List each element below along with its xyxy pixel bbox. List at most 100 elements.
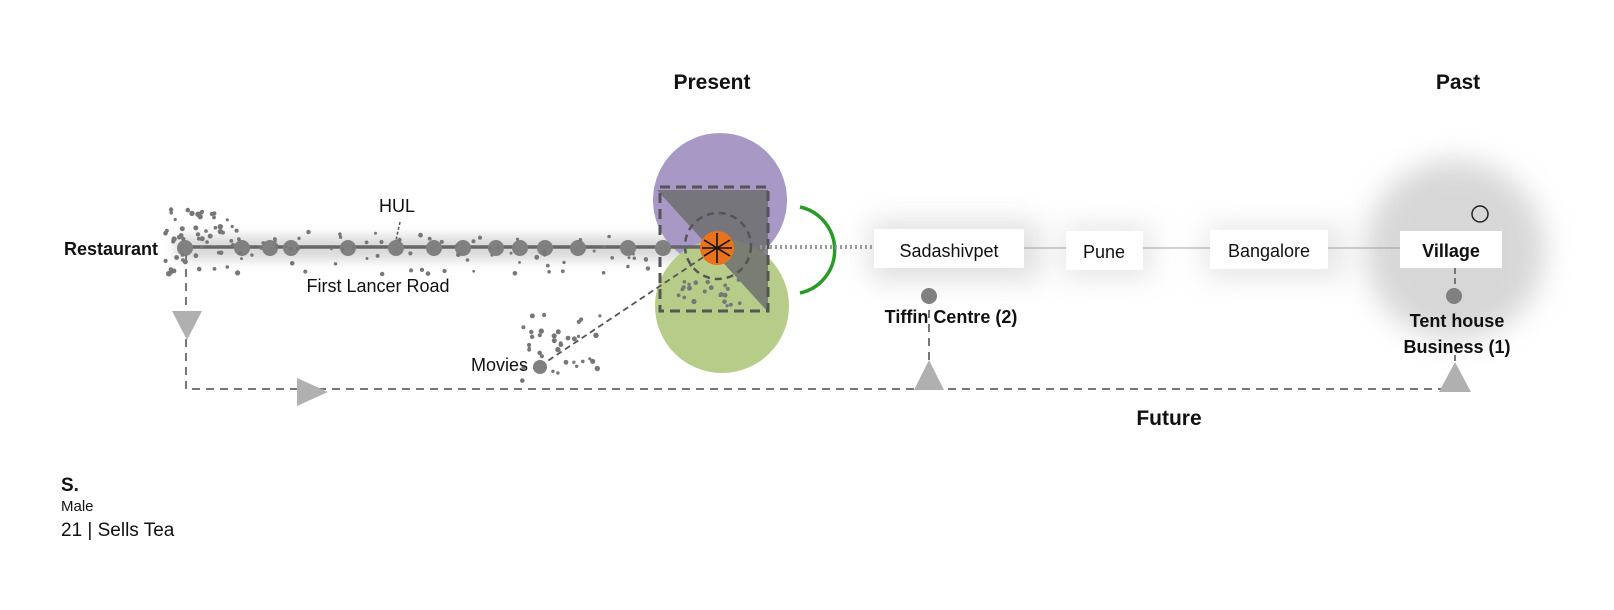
scatter-dot <box>682 295 687 300</box>
scatter-dot <box>576 334 581 338</box>
scatter-dot <box>598 314 602 318</box>
scatter-dot <box>722 299 727 305</box>
road-scatter-dots <box>163 207 651 277</box>
scatter-dot <box>204 229 208 233</box>
scatter-dot <box>644 258 648 262</box>
scatter-dot <box>687 282 691 286</box>
movies-label: Movies <box>471 355 528 375</box>
past-heading: Past <box>1436 71 1480 94</box>
scatter-dot <box>217 228 224 235</box>
scatter-dot <box>465 258 470 262</box>
person-name: S. <box>61 475 79 496</box>
scatter-dot <box>456 252 461 257</box>
scatter-dot <box>439 239 444 244</box>
scatter-dot <box>555 346 561 353</box>
scatter-dot <box>173 217 177 222</box>
asterisk-icon <box>702 233 732 263</box>
scatter-dot <box>592 249 596 253</box>
scatter-dot <box>581 359 585 364</box>
scatter-dot <box>725 304 729 308</box>
scatter-dot <box>229 239 234 243</box>
scatter-dot <box>397 237 402 242</box>
scatter-dot <box>351 245 355 249</box>
scatter-dot <box>185 207 191 213</box>
scatter-dot <box>575 364 579 368</box>
scatter-dot <box>303 269 308 274</box>
scatter-dot <box>542 249 546 254</box>
scatter-dot <box>333 262 338 266</box>
scatter-dot <box>199 236 205 242</box>
scatter-dot <box>212 215 216 220</box>
person-profile: S. Male 21 | Sells Tea <box>61 474 174 542</box>
tent-house-marker <box>1446 288 1462 304</box>
road-stop <box>262 240 278 256</box>
village-box <box>1400 231 1502 268</box>
scatter-dot <box>558 342 564 348</box>
village-label: Village <box>1422 241 1480 261</box>
present-scatter-dots <box>676 278 742 308</box>
scatter-dot <box>171 268 177 274</box>
hul-tick <box>395 221 401 241</box>
scatter-dot <box>539 354 545 359</box>
scatter-dot <box>259 246 264 250</box>
bangalore-label: Bangalore <box>1228 241 1310 261</box>
scatter-dot <box>602 245 606 249</box>
scatter-dot <box>681 285 686 290</box>
scatter-dot <box>723 283 728 288</box>
scatter-dot <box>529 313 535 319</box>
scatter-dot <box>538 328 544 334</box>
scatter-dot <box>180 253 185 257</box>
scatter-dot <box>512 271 518 276</box>
scatter-dot <box>230 224 234 229</box>
sadashivpet-label: Sadashivpet <box>899 241 998 261</box>
scatter-dot <box>409 268 413 273</box>
scatter-dot <box>237 237 241 242</box>
movies-scatter-dots <box>520 312 602 383</box>
scatter-dot <box>627 256 631 260</box>
scatter-dot <box>702 289 707 294</box>
scatter-dot <box>626 264 630 269</box>
scatter-dot <box>195 232 201 237</box>
scatter-dot <box>234 228 239 233</box>
scatter-dot <box>632 252 635 256</box>
scatter-dot <box>555 329 561 335</box>
scatter-dot <box>472 269 476 273</box>
road-stop <box>570 240 586 256</box>
scatter-dot <box>556 371 560 375</box>
road-stop <box>512 240 528 256</box>
scatter-dot <box>379 239 384 245</box>
pune-label: Pune <box>1083 242 1125 262</box>
bangalore-box <box>1210 230 1328 269</box>
road-stop <box>455 240 471 256</box>
scatter-dot <box>213 225 218 230</box>
scatter-dot <box>705 279 710 285</box>
scatter-dot <box>578 238 583 242</box>
sadashivpet-box <box>874 229 1024 268</box>
future-heading: Future <box>1136 407 1201 430</box>
scatter-dot <box>427 236 432 241</box>
scatter-dot <box>207 233 213 239</box>
scatter-dot <box>477 235 483 240</box>
hul-label: HUL <box>379 196 415 216</box>
scatter-dot <box>418 232 423 238</box>
scatter-dot <box>547 270 551 274</box>
scatter-dot <box>471 239 476 244</box>
scatter-dot <box>601 271 606 275</box>
scatter-dot <box>572 360 576 364</box>
tent-house-label-line2: Business (1) <box>1403 337 1510 357</box>
scatter-dot <box>216 250 221 255</box>
scatter-dot <box>542 252 547 257</box>
scatter-dot <box>588 357 592 361</box>
scatter-dot <box>230 242 236 248</box>
scatter-dot <box>645 266 651 271</box>
scatter-dot <box>736 278 741 282</box>
scatter-dot <box>288 246 293 251</box>
scatter-dot <box>375 253 380 258</box>
scatter-dot <box>509 251 513 255</box>
scatter-dot <box>521 365 526 370</box>
pune-box <box>1066 231 1143 270</box>
scatter-dot <box>708 285 714 291</box>
scatter-dot <box>534 254 540 260</box>
scatter-dot <box>455 244 458 247</box>
